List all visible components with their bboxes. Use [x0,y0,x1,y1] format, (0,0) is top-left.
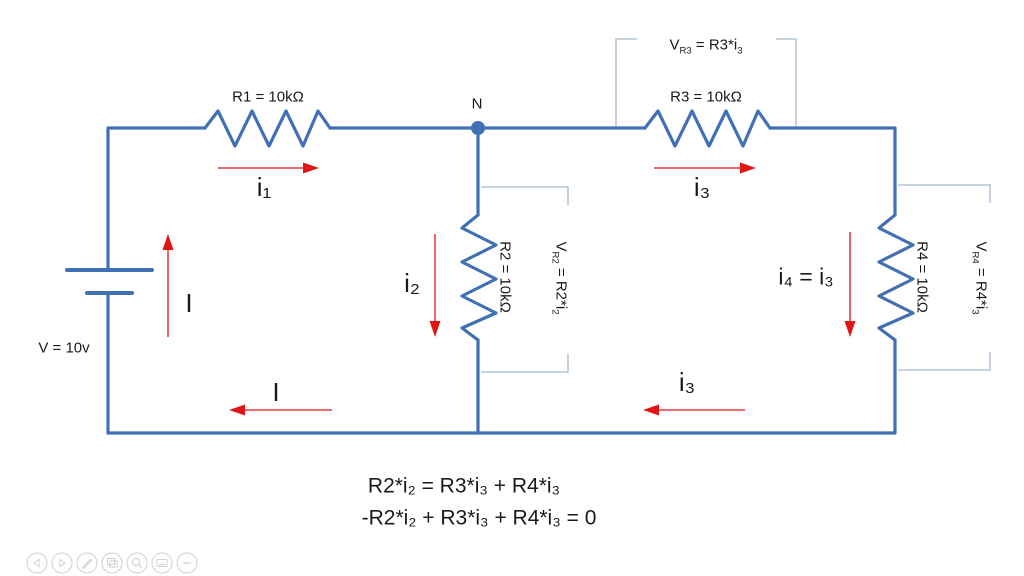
node-n-dot [471,121,485,135]
pen-button[interactable] [76,552,98,574]
more-options-button[interactable] [176,552,198,574]
i3-bottom-arrowhead [643,404,659,416]
node-n-label: N [471,95,483,113]
slides-icon [107,558,118,568]
i4-equals-i3-label: i₄ = i₃ [778,263,834,290]
i1-arrowhead [303,162,319,174]
vr2-label: VR2 = R2*i2 [549,241,570,315]
loop-up-arrowhead [162,234,174,250]
i4-arrowhead [844,321,856,337]
previous-arrow-icon [33,558,40,568]
vr4-bracket-bottom [898,352,991,371]
r2-label: R2 = 10kΩ [496,241,514,313]
kvl-equation-1: R2*i₂ = R3*i₃ + R4*i₃ [367,474,561,498]
vr2-bracket-top [481,186,569,205]
wire-top-left [106,126,207,272]
wires [106,109,915,435]
r1-label: R1 = 10kΩ [232,88,304,106]
i2-label: i₂ [404,268,420,298]
monitor-icon [156,559,168,567]
vr3-bracket-left [615,38,637,126]
i2-arrowhead [429,321,441,337]
previous-slide-button[interactable] [26,552,48,574]
r3-label: R3 = 10kΩ [670,88,742,106]
resistor-r1 [203,109,332,148]
source-voltage-label: V = 10v [38,339,90,357]
kvl-equation-2: -R2*i₂ + R3*i₃ + R4*i₃ = 0 [361,506,597,530]
vr4-label: VR4 = R4*i3 [969,241,990,315]
loop-current-bottom-label: I [272,377,280,407]
next-arrow-icon [59,558,66,568]
i3-top-arrowhead [740,162,756,174]
resistor-r4 [877,213,915,342]
presenter-toolbar [26,552,198,574]
current-arrows [162,162,856,416]
next-slide-button[interactable] [51,552,73,574]
vr3-label: VR3 = R3*i3 [669,36,743,57]
wire-top-right [768,126,897,217]
loop-current-up-label: I [185,288,193,318]
resistor-r2 [460,213,498,342]
loop-bottom-arrowhead [229,404,245,416]
vr2-bracket-bottom [481,354,569,373]
battery-symbol [65,268,154,295]
i3-bottom-label: i₃ [678,367,696,397]
voltage-brackets [481,38,991,373]
see-all-slides-button[interactable] [101,552,123,574]
resistor-r3 [643,109,772,148]
i1-label: i₁ [256,172,272,202]
i3-top-label: i₃ [693,172,711,202]
vr3-bracket-right [776,38,797,126]
vr4-bracket-top [898,184,991,203]
magnifier-icon [131,557,143,569]
zoom-button[interactable] [126,552,148,574]
pen-icon [81,558,93,570]
monitor-button[interactable] [151,552,173,574]
r4-label: R4 = 10kΩ [913,241,931,313]
